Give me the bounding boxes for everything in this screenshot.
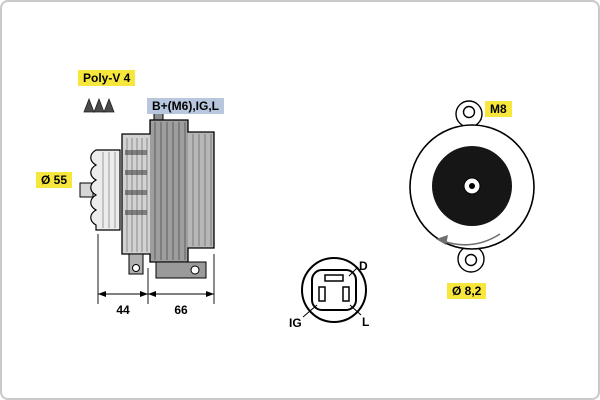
pulley — [90, 149, 121, 231]
pin-d — [324, 274, 344, 282]
arrowhead — [98, 291, 106, 297]
pin-ig-label: IG — [289, 316, 302, 330]
rear-fin-lines — [192, 134, 212, 246]
rear-view — [409, 100, 535, 273]
top-mount-hole — [462, 105, 476, 119]
mid-fin-lines — [154, 122, 186, 260]
belt-profile-icon — [83, 97, 115, 114]
housing-rear-fill — [188, 132, 214, 248]
side-view — [79, 111, 215, 279]
arrowhead — [148, 291, 156, 297]
dim-66-label: 66 — [174, 303, 188, 317]
vent-slot — [125, 170, 147, 175]
arrowhead — [140, 291, 148, 297]
connector-view — [301, 257, 367, 323]
pulley-diameter-label: Ø 55 — [36, 172, 73, 188]
arrowhead — [206, 291, 214, 297]
bottom-mount-hole — [464, 253, 478, 267]
vent-slots — [125, 150, 147, 215]
pin-ig — [318, 286, 326, 302]
shaft-center-dot — [469, 183, 475, 189]
front-lug-hole — [132, 264, 140, 272]
leader-ig — [302, 304, 318, 318]
terminals-label: B+(M6),IG,L — [147, 98, 225, 114]
pulley-groove-lines — [102, 152, 116, 228]
pin-l — [342, 286, 350, 302]
rotation-arrowhead — [436, 235, 448, 245]
dim-44-label: 44 — [116, 303, 130, 317]
rear-foot-hole — [190, 265, 200, 275]
vent-slot — [125, 150, 147, 155]
belt-type-label: Poly-V 4 — [78, 70, 136, 86]
pin-l-label: L — [362, 315, 370, 329]
leader-d — [348, 266, 359, 277]
extension-lines — [97, 234, 215, 304]
housing-outline — [121, 119, 215, 263]
mount-thread-label: M8 — [485, 101, 512, 117]
vent-slot — [125, 210, 147, 215]
pin-d-label: D — [359, 259, 368, 273]
dimension-lines — [97, 234, 215, 304]
leader-l — [349, 304, 362, 316]
vent-slot — [125, 190, 147, 195]
housing-mid-fill — [150, 120, 188, 262]
mount-hole-diameter-label: Ø 8,2 — [447, 283, 487, 299]
